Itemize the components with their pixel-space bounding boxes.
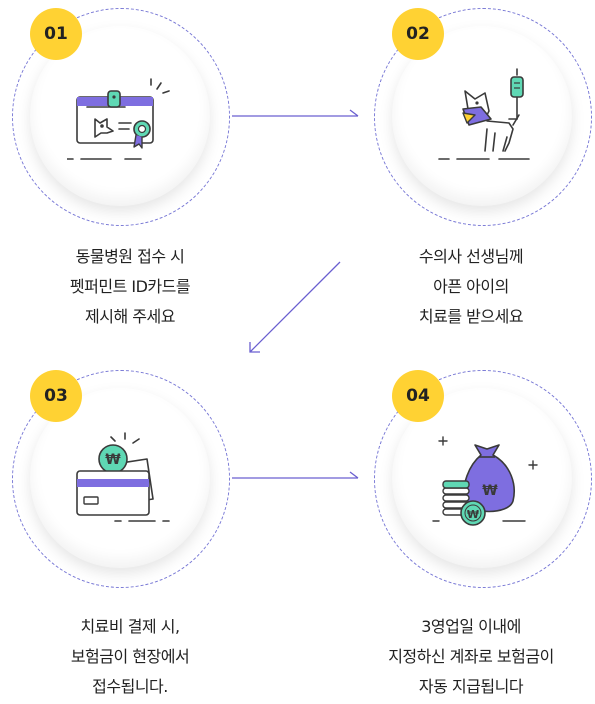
money-bag-coins-icon: ₩ ₩ (432, 436, 538, 526)
step-02-caption: 수의사 선생님께 아픈 아이의 치료를 받으세요 (418, 247, 524, 326)
sick-dog-iv-icon (438, 68, 530, 160)
dashed-ring (12, 370, 230, 588)
step-number-badge: 03 (30, 370, 82, 422)
svg-text:₩: ₩ (467, 508, 479, 521)
step-03-caption: 치료비 결제 시, 보험금이 현장에서 접수됩니다. (70, 617, 190, 696)
step-03: 03 ₩ (12, 370, 232, 590)
step-number-badge: 02 (392, 8, 444, 60)
arrow-03-to-04 (232, 471, 359, 479)
arrow-02-to-03 (249, 261, 341, 353)
step-02: 02 (374, 8, 594, 228)
pet-id-card-icon (67, 78, 170, 160)
dashed-ring (374, 8, 592, 226)
step-number-badge: 01 (30, 8, 82, 60)
svg-text:₩: ₩ (482, 483, 498, 499)
step-number-badge: 04 (392, 370, 444, 422)
dashed-ring (374, 370, 592, 588)
arrow-01-to-02 (232, 109, 359, 117)
step-04-caption: 3영업일 이내에 지정하신 계좌로 보험금이 자동 지급됩니다 (388, 617, 554, 696)
step-04: 04 ₩ ₩ (374, 370, 594, 590)
payment-card-won-icon: ₩ (76, 432, 170, 522)
dashed-ring (12, 8, 230, 226)
step-01: 01 (12, 8, 232, 228)
svg-text:₩: ₩ (105, 452, 121, 468)
step-01-caption: 동물병원 접수 시 펫퍼민트 ID카드를 제시해 주세요 (69, 247, 191, 326)
